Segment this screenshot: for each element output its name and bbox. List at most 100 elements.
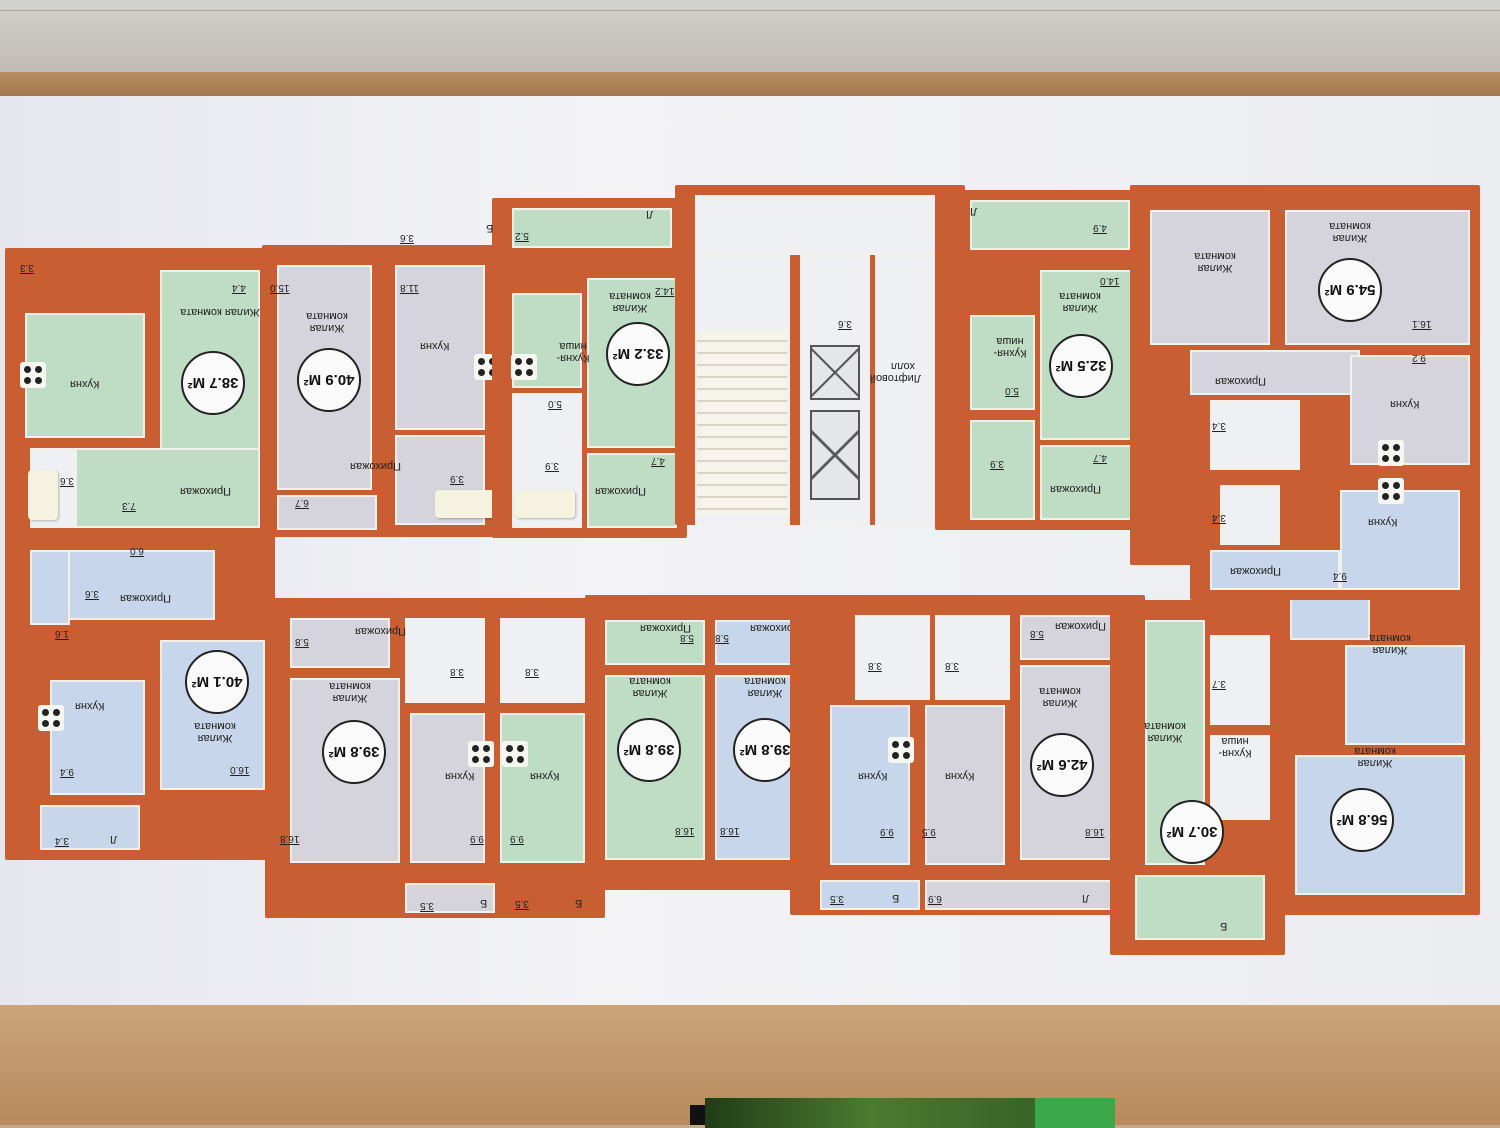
hall [277, 495, 377, 530]
room-label: Прихожая [1050, 483, 1101, 495]
kitchen [1350, 355, 1470, 465]
balcony [820, 880, 920, 910]
hall [1190, 350, 1360, 395]
room-label: Прихожая [595, 485, 646, 497]
apartment-bottom-5[interactable] [1110, 600, 1285, 955]
bathroom [30, 550, 70, 625]
room-area: 3.3 [20, 262, 34, 273]
room-label: Жилая комната [1059, 290, 1101, 314]
kitchen [500, 713, 585, 863]
room-area: 4.7 [1093, 452, 1107, 463]
room-label: Кухня [858, 770, 888, 782]
room-area: 3.6 [60, 475, 74, 486]
room-area: 9.4 [1333, 570, 1347, 581]
stove-icon [38, 705, 64, 731]
bathtub-icon [515, 490, 575, 518]
area-badge: 40.9 М² [297, 348, 361, 412]
room-label: Кухня [75, 700, 105, 712]
apartment-bottom-6[interactable] [1275, 560, 1480, 915]
room-area: 4.7 [651, 455, 665, 466]
apartment-bottom-2[interactable] [265, 598, 605, 918]
bathroom [405, 618, 485, 703]
room-area: 6.9 [928, 893, 942, 904]
room-area: 3.6 [400, 232, 414, 243]
area-badge: 32.5 М² [1049, 334, 1113, 398]
kitchen [830, 705, 910, 865]
loggia [970, 200, 1130, 250]
room-area: 3.8 [868, 660, 882, 671]
room-area: 3.4 [1212, 420, 1226, 431]
room-label: Жилая комната [329, 680, 371, 704]
brochure [705, 1098, 1115, 1128]
room-area: 5.8 [680, 632, 694, 643]
room-area: 16.1 [1412, 318, 1432, 329]
kitchen-niche [1210, 735, 1270, 820]
room-label: Жилая комната [629, 675, 671, 699]
room-area: 3.8 [945, 660, 959, 671]
room-area: 14.2 [655, 285, 675, 296]
balcony-label: Б [892, 892, 900, 904]
room-area: 5.8 [1030, 628, 1044, 639]
room-area: 9.9 [510, 833, 524, 844]
room-label: Жилая комната [1329, 220, 1371, 244]
area-badge: 42.6 М² [1030, 733, 1094, 797]
area-badge: 30.7 М² [1160, 800, 1224, 864]
elevator-icon [810, 345, 860, 400]
room-area: 4.9 [1093, 222, 1107, 233]
balcony-label: Б [480, 897, 488, 909]
room-area: 14.0 [1100, 275, 1120, 286]
kitchen-niche [970, 315, 1035, 410]
room-label: Прихожая [1230, 565, 1281, 577]
stove-icon [1378, 440, 1404, 466]
room-label: Прихожая [1215, 375, 1266, 387]
room-area: 3.6 [85, 588, 99, 599]
background-wall [0, 0, 1500, 78]
balcony-label: Б [1220, 920, 1228, 932]
room-area: 3.4 [55, 835, 69, 846]
room-label: Лифтовой холл [869, 360, 921, 384]
bathroom [970, 420, 1035, 520]
room-area: 3.8 [450, 666, 464, 677]
kitchen [25, 313, 145, 438]
room-area: 3.9 [450, 473, 464, 484]
room-label: Кухня [1390, 398, 1420, 410]
kitchen [410, 713, 485, 863]
hall [1210, 550, 1340, 590]
apartment-bottom-6-kitchen[interactable] [1190, 470, 1470, 600]
apartment-top-3-kitchen[interactable] [380, 245, 495, 537]
room-label: Кухня [945, 770, 975, 782]
room-area: 6.7 [295, 497, 309, 508]
stove-icon [468, 741, 494, 767]
room-label: Прихожая [1055, 620, 1106, 632]
room-label: Прихожая [120, 592, 171, 604]
room-area: 15.0 [270, 282, 290, 293]
room-label: Прихожая [350, 460, 401, 472]
room-area: 7.3 [122, 500, 136, 511]
balcony [405, 883, 495, 913]
hall [587, 453, 677, 528]
stove-icon [1378, 478, 1404, 504]
room-label: Жилая комната [1354, 745, 1396, 769]
elevator-hall [875, 255, 940, 525]
bathtub-icon [435, 490, 495, 518]
room-area: 5.2 [515, 230, 529, 241]
room-label: Жилая комната [194, 720, 236, 744]
room-area: 6.0 [130, 545, 144, 556]
apartment-top-4[interactable] [935, 190, 1145, 530]
balcony [1135, 875, 1265, 940]
room-area: 9.5 [922, 826, 936, 837]
area-badge: 40.1 М² [185, 650, 249, 714]
room-area: 3.7 [1212, 678, 1226, 689]
living-room [290, 678, 400, 863]
kitchen [1340, 490, 1460, 590]
room-label: Кухня-ниша [993, 335, 1027, 359]
bathroom [935, 615, 1010, 700]
elevator-icon [810, 410, 860, 500]
room-label: Кухня [445, 770, 475, 782]
room-area: 3.4 [1212, 512, 1226, 523]
hall [65, 550, 215, 620]
room-label: Кухня [1368, 516, 1398, 528]
room-label: Кухня [70, 378, 100, 390]
loggia [512, 208, 672, 248]
bathroom [1220, 485, 1280, 545]
